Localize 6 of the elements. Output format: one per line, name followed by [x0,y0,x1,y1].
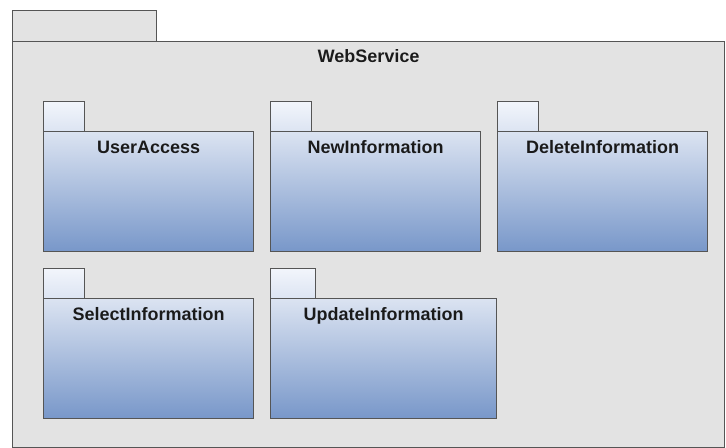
package-name: DeleteInformation [524,137,680,158]
package-name: SelectInformation [71,304,226,325]
package-name: NewInformation [306,137,444,158]
package-name: WebService [316,46,420,67]
package-name: UserAccess [96,137,202,158]
package-name: UpdateInformation [302,304,464,325]
